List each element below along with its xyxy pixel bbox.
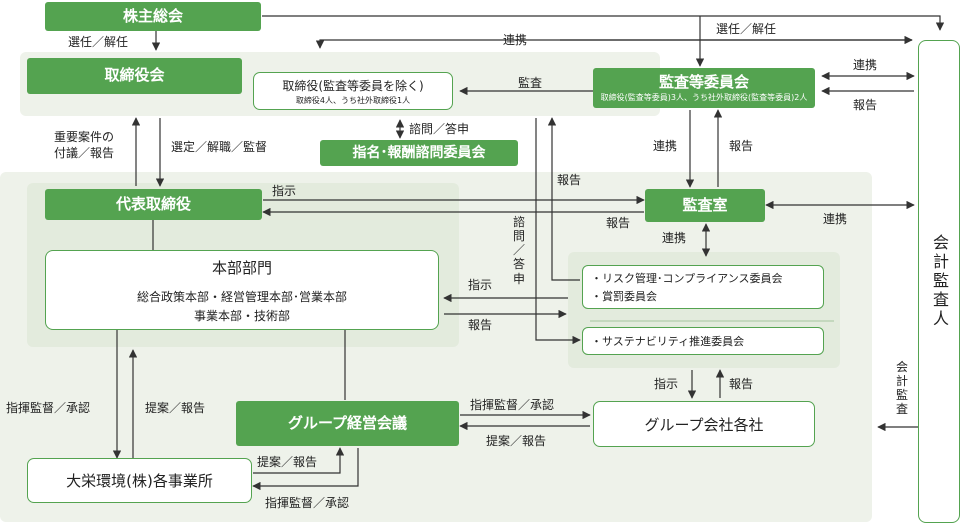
line-council-offices	[252, 448, 359, 491]
command-approve-group-label: 指揮監督／承認	[470, 398, 555, 412]
audit-office-box: 監査室	[645, 189, 765, 222]
report-vertical-label: 報告	[729, 139, 754, 153]
report-to-president-label: 報告	[606, 216, 631, 230]
audit-committee-title: 監査等委員会	[658, 72, 749, 91]
referral-report-label: 付議／報告	[54, 146, 115, 160]
instruction-label: 指示	[272, 184, 297, 198]
group-council-box: グループ経営会議	[236, 401, 459, 446]
risk-committee-label: ・リスク管理･コンプライアンス委員会	[591, 272, 783, 285]
instruction-hq-label: 指示	[468, 278, 493, 292]
sustainability-committee-box: ・サステナビリティ推進委員会	[582, 327, 824, 355]
appoint-dismiss-right-label: 選任／解任	[716, 22, 777, 36]
report-group-label: 報告	[729, 377, 754, 391]
cooperation-audit-office-down-label: 連携	[662, 231, 687, 245]
proposal-report-left-label: 提案／報告	[145, 401, 206, 415]
sustainability-committee-label: ・サステナビリティ推進委員会	[591, 335, 745, 348]
line-committees-audit-report	[547, 117, 580, 281]
line-offices-council	[253, 447, 345, 474]
hq-subtitle-2: 事業本部・技術部	[193, 308, 290, 323]
offices-label: 大栄環境(株)各事業所	[66, 472, 213, 490]
audit-committee-subtitle: 取締役(監査等委員)3人、うち社外取締役(監査等委員)2人	[600, 93, 808, 103]
cooperation-top-label: 連携	[503, 33, 528, 47]
select-dismiss-supervise-label: 選定／解職／監督	[171, 140, 268, 154]
directors-title: 取締役(監査等委員を除く)	[282, 78, 424, 93]
hq-title: 本部部門	[211, 258, 272, 277]
important-matters-label: 重要案件の	[54, 130, 115, 144]
consult-answer-label: 諮問／答申	[409, 122, 470, 136]
directors-box: 取締役(監査等委員を除く) 取締役4人、うち社外取締役1人	[253, 72, 453, 110]
group-companies-box: グループ会社各社	[593, 401, 815, 447]
cooperation-right-label: 連携	[853, 58, 878, 72]
appoint-dismiss-left-label: 選任／解任	[68, 35, 129, 49]
accounting-audit-label: 会計監査	[895, 360, 908, 417]
line-shareholders-auditor	[262, 15, 945, 31]
report-hq-label: 報告	[468, 318, 493, 332]
audit-label: 監査	[518, 76, 543, 90]
shareholders-meeting-box: 株主総会	[45, 2, 261, 31]
offices-box: 大栄環境(株)各事業所	[27, 458, 252, 503]
hq-subtitle-1: 総合政策本部・経営管理本部･営業本部	[136, 289, 347, 304]
audit-committee-box: 監査等委員会 取締役(監査等委員)3人、うち社外取締役(監査等委員)2人	[593, 68, 815, 108]
hq-box: 本部部門 総合政策本部・経営管理本部･営業本部 事業本部・技術部	[45, 250, 439, 330]
auditor-label: 会計監査人	[930, 234, 949, 329]
proposal-report-bottom-label: 提案／報告	[257, 455, 318, 469]
line-consult-committees	[535, 118, 581, 345]
reward-committee-label: ・賞罰委員会	[591, 290, 657, 303]
command-approve-left-label: 指揮監督／承認	[6, 401, 91, 415]
command-approve-bottom-label: 指揮監督／承認	[265, 496, 350, 510]
board-box: 取締役会	[27, 58, 242, 94]
report-right-label: 報告	[853, 98, 878, 112]
directors-subtitle: 取締役4人、うち社外取締役1人	[295, 95, 411, 105]
nomination-committee-box: 指名･報酬諮問委員会	[320, 140, 518, 166]
cooperation-audit-office-right-label: 連携	[823, 212, 848, 226]
line-coop-top	[315, 39, 912, 49]
instruction-group-label: 指示	[654, 377, 679, 391]
cooperation-vertical-label: 連携	[653, 139, 678, 153]
group-companies-label: グループ会社各社	[644, 415, 764, 434]
consult-answer-vertical-label: 諮問／答申	[512, 215, 525, 286]
auditor-box: 会計監査人	[918, 40, 960, 523]
risk-committee-box: ・リスク管理･コンプライアンス委員会 ・賞罰委員会	[582, 265, 824, 309]
proposal-report-group-label: 提案／報告	[486, 434, 547, 448]
report-mid-label: 報告	[557, 173, 582, 187]
president-box: 代表取締役	[45, 189, 262, 220]
